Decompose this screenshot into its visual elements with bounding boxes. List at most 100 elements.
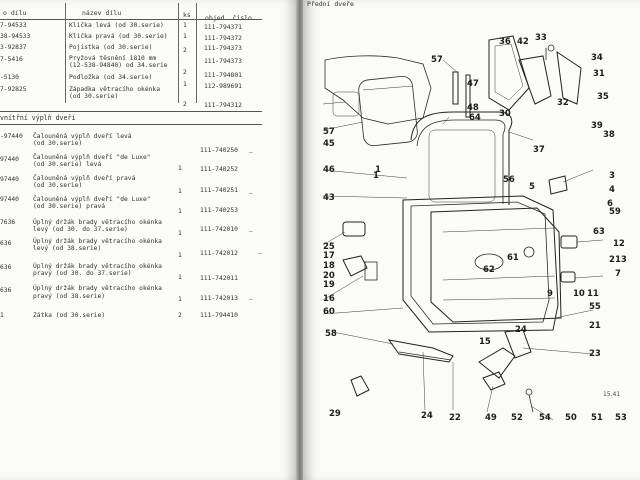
- callout-label: 3: [609, 171, 615, 181]
- callout-label: 16: [323, 294, 335, 304]
- callout-label: 63: [593, 227, 605, 237]
- vent-glass: [518, 55, 552, 105]
- mirror-part: [332, 91, 360, 117]
- callout-label: 21: [589, 321, 601, 331]
- callout-label: 50: [565, 413, 577, 423]
- right-page: Přední dveře: [303, 0, 640, 480]
- column-divider: [65, 3, 66, 103]
- callout-label: 30: [499, 109, 511, 119]
- callout-labels: 57 36 33 42 34 31 47 48 30 32 35 39 38 6…: [323, 33, 627, 423]
- section-title: vnitřní výplň dveří: [0, 114, 76, 122]
- vent-window-frame: [488, 35, 530, 111]
- callout-label: 52: [511, 413, 523, 423]
- column-divider: [196, 3, 197, 103]
- door-panel: [402, 195, 559, 333]
- callout-label: 18: [323, 261, 335, 271]
- callout-label: 42: [517, 37, 529, 47]
- callout-label: 62: [483, 265, 495, 275]
- window-glass: [358, 75, 418, 147]
- latch: [548, 175, 568, 195]
- callout-label: 33: [535, 33, 547, 43]
- callout-label: 1: [373, 171, 379, 181]
- clip-part: [350, 375, 370, 397]
- callout-label: 22: [449, 413, 461, 423]
- callout-label: 19: [323, 280, 335, 290]
- callout-label: 55: [589, 302, 601, 312]
- callout-label: 57: [323, 127, 335, 137]
- callout-label: 29: [329, 409, 341, 419]
- callout-label: 37: [533, 145, 545, 155]
- callout-label: 36: [499, 37, 511, 47]
- callout-label: 9: [547, 289, 553, 299]
- callout-label: 54: [539, 413, 551, 423]
- header-part-number: o dílu: [3, 9, 27, 17]
- left-page: o dílu název dílu ks objed. číslo 7-9453…: [0, 0, 297, 480]
- exploded-door-diagram: 57 36 33 42 34 31 47 48 30 32 35 39 38 6…: [322, 33, 627, 423]
- callout-label: 47: [467, 79, 479, 89]
- header-qty: ks: [183, 11, 191, 19]
- hinge: [560, 235, 578, 249]
- callout-label: 17: [323, 251, 335, 261]
- seal-strip: [452, 71, 459, 105]
- callout-label: 34: [591, 53, 603, 63]
- callout-label: 56: [503, 175, 515, 185]
- callout-label: 57: [431, 55, 443, 65]
- callout-label: 31: [593, 69, 605, 79]
- seal-strip: [465, 74, 471, 118]
- hinge: [560, 271, 576, 283]
- callout-label: 15: [479, 337, 491, 347]
- callout-label: 2: [609, 255, 615, 265]
- callout-label: 32: [557, 98, 569, 108]
- lock-mechanism: [342, 255, 368, 277]
- handle-part: [504, 329, 532, 359]
- callout-label: 1: [375, 165, 381, 175]
- figure-corner-mark: 15.41: [603, 391, 620, 398]
- trim-panel: [430, 207, 562, 323]
- door-glass: [428, 129, 496, 203]
- callout-label: 5: [529, 182, 535, 192]
- callout-label: 24: [421, 411, 433, 421]
- door-sill: [387, 339, 454, 363]
- callout-label: 10: [573, 289, 585, 299]
- callout-label: 48: [467, 103, 479, 113]
- callout-label: 45: [323, 139, 335, 149]
- handle-part: [478, 347, 516, 379]
- callout-label: 7: [615, 269, 621, 279]
- figure-header: Přední dveře: [307, 0, 354, 8]
- callout-label: 39: [591, 121, 603, 131]
- callout-label: 35: [597, 92, 609, 102]
- header-rule: [0, 19, 262, 20]
- callout-label: 38: [603, 130, 615, 140]
- callout-label: 58: [325, 329, 337, 339]
- callout-label: 59: [609, 207, 621, 217]
- window-crank: [474, 253, 504, 271]
- column-divider: [178, 3, 179, 103]
- callout-label: 51: [591, 413, 603, 423]
- vent-glass-right: [556, 50, 582, 105]
- callout-label: 6: [607, 199, 613, 209]
- callout-label: 25: [323, 242, 335, 252]
- callout-label: 12: [613, 239, 625, 249]
- header-order-number: objed. číslo: [205, 14, 252, 22]
- callout-label: 61: [507, 253, 519, 263]
- callout-label: 53: [615, 413, 627, 423]
- door-window-frame: [410, 111, 513, 205]
- callout-label: 64: [469, 113, 481, 123]
- callout-label: 11: [587, 289, 599, 299]
- header-part-name: název dílu: [82, 9, 122, 17]
- car-body-outline: [324, 55, 432, 125]
- callout-label: 49: [485, 413, 497, 423]
- binding-gutter: [296, 0, 304, 480]
- lock-part: [342, 221, 366, 237]
- callout-label: 60: [323, 307, 335, 317]
- callout-label: 24: [515, 325, 527, 335]
- callout-label: 4: [609, 185, 615, 195]
- section-rule: [0, 111, 262, 112]
- callout-label: 43: [323, 193, 335, 203]
- section-rule: [0, 124, 262, 125]
- callout-label: 13: [615, 255, 627, 265]
- callout-label: 20: [323, 271, 335, 281]
- callout-label: 46: [323, 165, 335, 175]
- callout-label: 23: [589, 349, 601, 359]
